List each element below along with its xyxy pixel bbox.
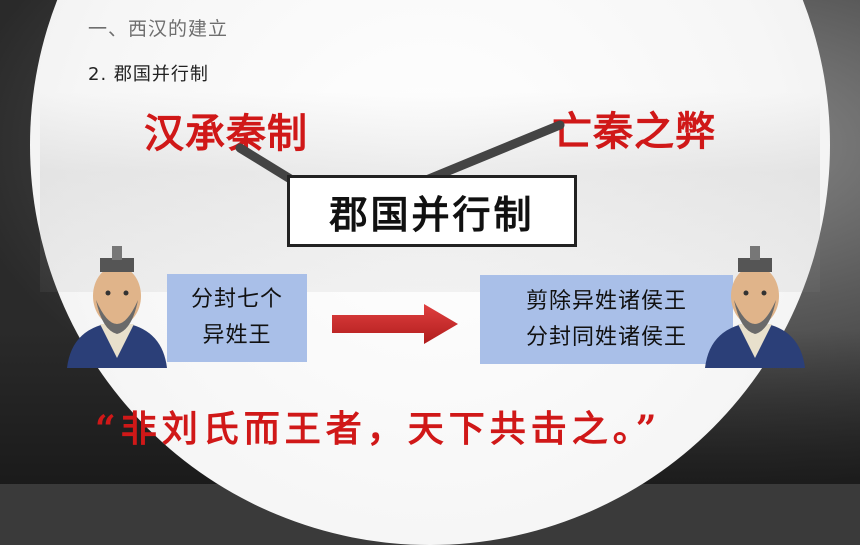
after-line-1: 剪除异姓诸侯王	[525, 288, 687, 314]
emperor-portrait-icon	[67, 246, 167, 368]
before-box: 分封七个 异姓王	[167, 274, 307, 362]
before-line-1: 分封七个	[190, 287, 283, 312]
emperor-portrait-icon	[705, 246, 805, 368]
arrow-right-icon	[332, 304, 458, 344]
concept-right: 亡秦之弊	[552, 109, 716, 155]
concept-left: 汉承秦制	[144, 111, 308, 157]
after-box: 剪除异姓诸侯王 分封同姓诸侯王	[480, 275, 733, 364]
center-concept-box: 郡国并行制	[287, 175, 577, 247]
section-title: 一、西汉的建立	[88, 18, 229, 40]
after-line-2: 分封同姓诸侯王	[525, 324, 687, 350]
before-line-2: 异姓王	[202, 323, 272, 348]
quote-text: “非刘氏而王者，天下共击之。”	[95, 408, 662, 450]
center-concept-label: 郡国并行制	[329, 192, 535, 237]
subsection-title: 2. 郡国并行制	[88, 64, 209, 85]
